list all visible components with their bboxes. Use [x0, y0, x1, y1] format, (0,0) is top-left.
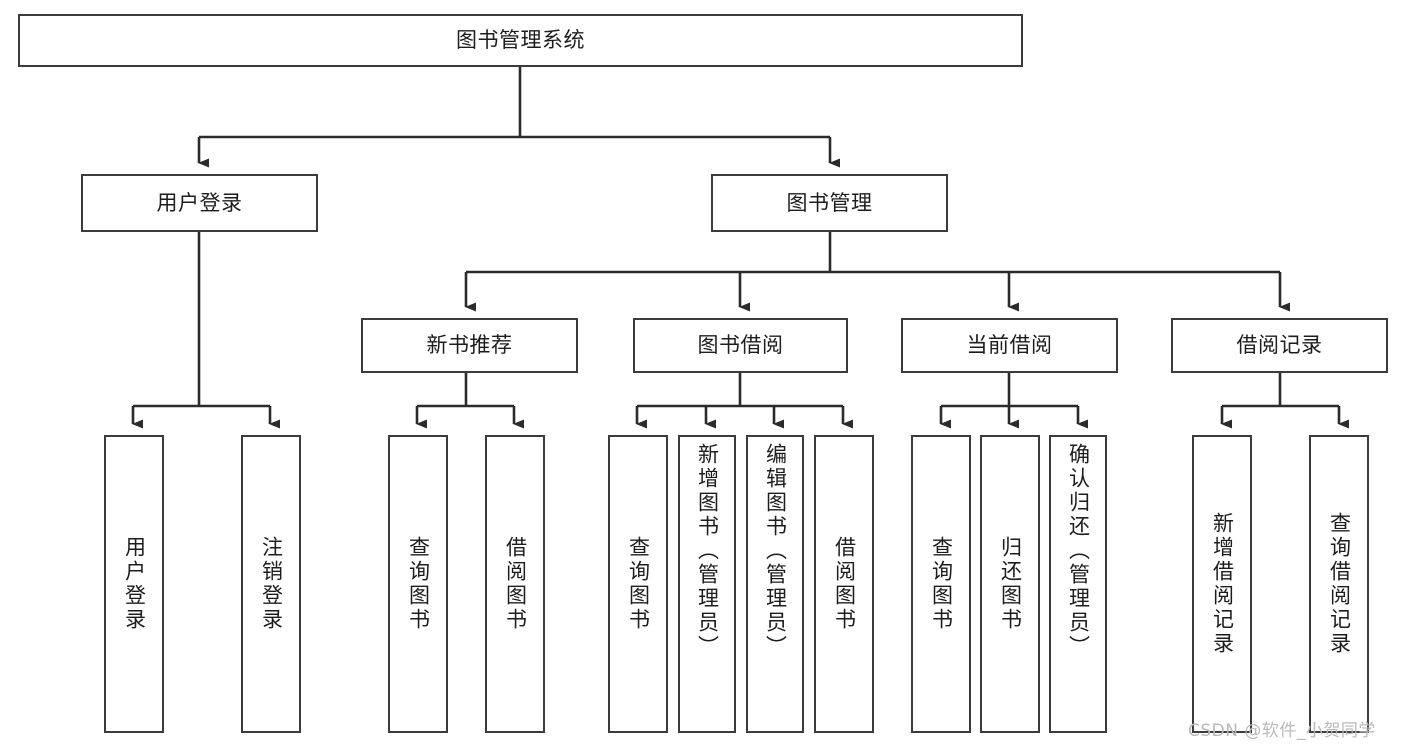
node-label: 查询图书 [406, 536, 431, 632]
node-current-borrowing[interactable]: 当前借阅 [901, 318, 1118, 373]
node-label: 用户登录 [156, 190, 243, 215]
node-root-book-management-system[interactable]: 图书管理系统 [18, 14, 1023, 67]
node-label: 新增图书（管理员） [695, 443, 720, 659]
node-label: 借阅记录 [1236, 333, 1323, 358]
leaf-edit-book-admin[interactable]: 编辑图书（管理员） [746, 435, 804, 733]
leaf-query-book-borrowing[interactable]: 查询图书 [608, 435, 668, 733]
node-label: 当前借阅 [966, 333, 1053, 358]
node-label: 借阅图书 [832, 536, 857, 632]
leaf-user-login[interactable]: 用户登录 [104, 435, 164, 733]
leaf-return-book[interactable]: 归还图书 [980, 435, 1040, 733]
node-label: 编辑图书（管理员） [763, 443, 788, 659]
leaf-query-book-newbook[interactable]: 查询图书 [388, 435, 448, 733]
node-label: 归还图书 [998, 536, 1023, 632]
node-label: 查询借阅记录 [1327, 512, 1352, 656]
leaf-logout[interactable]: 注销登录 [241, 435, 301, 733]
node-label: 确认归还（管理员） [1066, 443, 1091, 659]
leaf-add-book-admin[interactable]: 新增图书（管理员） [678, 435, 736, 733]
node-borrowing-records[interactable]: 借阅记录 [1171, 318, 1388, 373]
node-label: 注销登录 [259, 536, 284, 632]
node-new-book-recommendation[interactable]: 新书推荐 [361, 318, 578, 373]
node-book-borrowing[interactable]: 图书借阅 [633, 318, 848, 373]
leaf-query-borrowing-record[interactable]: 查询借阅记录 [1309, 435, 1369, 733]
node-user-login[interactable]: 用户登录 [81, 174, 318, 232]
node-book-management[interactable]: 图书管理 [711, 174, 948, 232]
node-label: 用户登录 [122, 536, 147, 632]
leaf-borrow-book-newbook[interactable]: 借阅图书 [485, 435, 545, 733]
node-label: 图书管理 [786, 190, 873, 215]
node-label: 新书推荐 [426, 333, 513, 358]
node-label: 查询图书 [929, 536, 954, 632]
leaf-borrow-book-borrowing[interactable]: 借阅图书 [814, 435, 874, 733]
node-label: 图书管理系统 [456, 28, 585, 53]
leaf-add-borrowing-record[interactable]: 新增借阅记录 [1192, 435, 1252, 733]
csdn-watermark: CSDN @软件_小贺同学 [1188, 721, 1376, 741]
node-label: 新增借阅记录 [1210, 512, 1235, 656]
leaf-confirm-return-admin[interactable]: 确认归还（管理员） [1049, 435, 1107, 733]
node-label: 查询图书 [626, 536, 651, 632]
leaf-query-book-current[interactable]: 查询图书 [911, 435, 971, 733]
node-label: 图书借阅 [697, 333, 784, 358]
node-label: 借阅图书 [503, 536, 528, 632]
